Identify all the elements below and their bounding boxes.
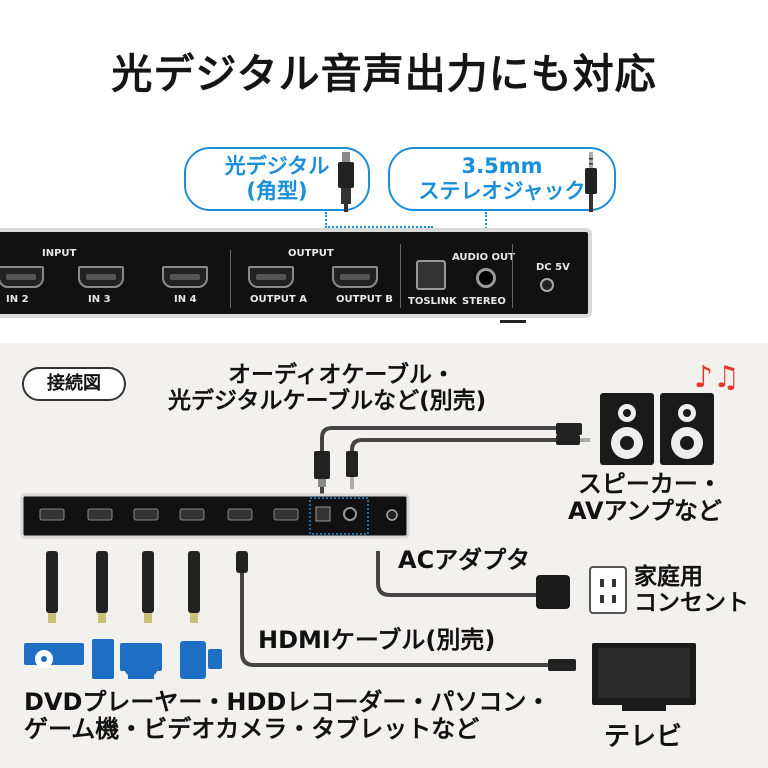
optical-plug-tip bbox=[318, 479, 326, 487]
dc-jack bbox=[540, 278, 554, 292]
device-rear-panel: INPUT IN 2 IN 3 IN 4 OUTPUT OUTPUT A OUT… bbox=[0, 228, 592, 318]
stereo-jack bbox=[476, 268, 496, 288]
speaker-text-line-2: AVアンプなど bbox=[568, 496, 722, 525]
hdmi-port-in-2 bbox=[0, 266, 44, 288]
optical-plug-icon bbox=[314, 451, 330, 479]
video-camera-icon bbox=[180, 641, 222, 679]
tv-icon bbox=[592, 643, 696, 711]
panel-divider bbox=[230, 250, 231, 308]
speaker-text-line-1: スピーカー・ bbox=[577, 470, 722, 498]
stereo-plug-right bbox=[556, 435, 580, 445]
audio-out-label: AUDIO OUT bbox=[452, 252, 515, 263]
output-label: OUTPUT bbox=[288, 248, 334, 259]
panel-divider bbox=[400, 244, 401, 308]
sources-text-line-1: DVDプレーヤー・HDDレコーダー・パソコン・ bbox=[24, 688, 551, 716]
hdmi-cable-text: HDMIケーブル(別売) bbox=[258, 626, 496, 654]
optical-plug-icon bbox=[338, 152, 354, 212]
panel-divider bbox=[512, 244, 513, 308]
page-title: 光デジタル音声出力にも対応 bbox=[111, 50, 657, 98]
top-section: 光デジタル音声出力にも対応 光デジタル (角型) 3.5mm ステレオジャック … bbox=[0, 0, 768, 343]
in-3-label: IN 3 bbox=[88, 294, 111, 305]
optical-leader-line bbox=[325, 212, 433, 228]
ac-adapter-text: ACアダプタ bbox=[398, 546, 531, 574]
outlet-text: 家庭用 コンセント bbox=[634, 564, 749, 617]
toslink-port bbox=[416, 260, 446, 290]
stereo-plug-tip bbox=[350, 477, 354, 489]
in-2-label: IN 2 bbox=[6, 294, 29, 305]
hdmi-plug-tv bbox=[548, 659, 576, 671]
stereo-cable bbox=[350, 438, 556, 488]
ac-adapter-cable bbox=[376, 551, 544, 597]
stereo-plug-right-tip bbox=[580, 438, 590, 442]
hdmi-port-output-b bbox=[332, 266, 378, 288]
speaker-text: スピーカー・ AVアンプなど bbox=[568, 471, 722, 525]
callout-optical-line-2: (角型) bbox=[246, 179, 308, 204]
audio-cable-text-line-1: オーディオケーブル・ bbox=[228, 362, 456, 388]
ac-adapter-icon bbox=[536, 575, 570, 609]
connection-badge: 接続図 bbox=[22, 367, 126, 401]
output-b-label: OUTPUT B bbox=[336, 294, 393, 305]
callout-stereo: 3.5mm ステレオジャック bbox=[388, 147, 616, 211]
dvd-player-icon bbox=[24, 643, 84, 668]
optical-cable bbox=[320, 426, 556, 515]
hdmi-port-output-a bbox=[248, 266, 294, 288]
connection-diagram: 接続図 bbox=[0, 343, 768, 768]
callout-stereo-line-1: 3.5mm bbox=[461, 154, 543, 178]
callout-stereo-line-2: ステレオジャック bbox=[418, 179, 586, 204]
outlet-icon bbox=[589, 566, 627, 614]
music-note-icon: ♪♫ bbox=[694, 360, 740, 395]
hdmi-cables bbox=[46, 551, 248, 623]
small-stereo-jack bbox=[343, 507, 357, 521]
small-hdmi-ports bbox=[39, 508, 299, 521]
speaker-icon bbox=[600, 393, 714, 465]
stereo-plug-icon bbox=[585, 152, 597, 212]
hdmi-port-in-4 bbox=[162, 266, 208, 288]
output-a-label: OUTPUT A bbox=[250, 294, 307, 305]
panel-foot bbox=[500, 320, 526, 323]
small-toslink-port bbox=[315, 506, 331, 522]
audio-cable-text-line-2: 光デジタルケーブルなど(別売) bbox=[168, 387, 487, 414]
device-panel-small bbox=[20, 493, 410, 539]
sources-text: DVDプレーヤー・HDDレコーダー・パソコン・ ゲーム機・ビデオカメラ・タブレッ… bbox=[24, 689, 550, 743]
callout-optical-line-1: 光デジタル bbox=[224, 154, 330, 178]
stereo-plug-icon bbox=[346, 451, 358, 477]
game-console-icon bbox=[124, 655, 158, 677]
outlet-text-line-2: コンセント bbox=[634, 589, 749, 616]
audio-cable-text: オーディオケーブル・ 光デジタルケーブルなど(別売) bbox=[168, 362, 487, 415]
sources-text-line-2: ゲーム機・ビデオカメラ・タブレットなど bbox=[24, 714, 480, 743]
toslink-label: TOSLINK bbox=[408, 296, 457, 307]
dc-label: DC 5V bbox=[536, 262, 570, 273]
optical-plug-right bbox=[556, 423, 582, 435]
hdmi-port-in-3 bbox=[78, 266, 124, 288]
stereo-label: STEREO bbox=[462, 296, 506, 307]
toslink-highlight bbox=[309, 497, 369, 535]
in-4-label: IN 4 bbox=[174, 294, 197, 305]
hdmi-cable-to-tv bbox=[240, 573, 550, 667]
small-dc-jack bbox=[386, 509, 398, 521]
connection-diagram-graphics: ♪♫ bbox=[20, 360, 740, 711]
tv-text: テレビ bbox=[604, 722, 683, 752]
input-label: INPUT bbox=[42, 248, 77, 259]
outlet-text-line-1: 家庭用 bbox=[634, 564, 703, 590]
